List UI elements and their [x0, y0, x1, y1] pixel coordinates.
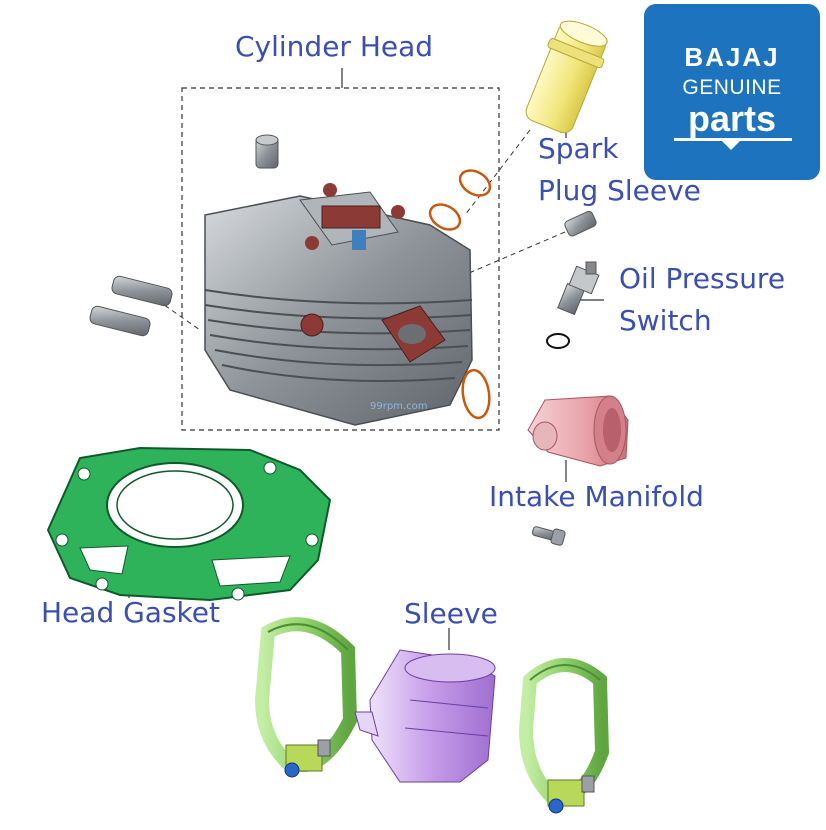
head-gasket-part [46, 446, 332, 602]
manifold-bolt [531, 526, 566, 546]
label-oil-pressure-switch-line2: Switch [619, 304, 712, 337]
label-cylinder-head: Cylinder Head [235, 30, 434, 63]
logo-parts-text: parts [687, 98, 777, 139]
bajaj-genuine-parts-logo: BAJAJ GENUINE parts [644, 4, 820, 180]
hose-clamp-left [254, 617, 358, 778]
head-studs [89, 275, 173, 337]
label-sleeve: Sleeve [404, 597, 498, 630]
label-oil-pressure-switch-line1: Oil Pressure [619, 262, 786, 295]
logo-brand-text: BAJAJ [684, 42, 780, 72]
dowel-pin-top [255, 134, 279, 169]
label-spark-plug-sleeve-line1: Spark [538, 132, 619, 165]
spark-plug-sleeve-part [525, 20, 608, 134]
cylinder-head-bounding-box [181, 87, 500, 431]
hose-clamp-right [518, 658, 610, 814]
logo-underline [674, 138, 792, 141]
logo-genuine-text: GENUINE [682, 76, 782, 99]
cylinder-head-part [204, 183, 473, 426]
o-rings [428, 169, 492, 420]
small-screw [564, 210, 597, 237]
watermark: 99rpm.com [370, 401, 428, 412]
oil-pressure-switch-part [557, 261, 600, 316]
label-intake-manifold: Intake Manifold [489, 480, 704, 513]
sleeve-part [354, 649, 496, 783]
logo-triangle-icon [722, 141, 740, 150]
label-head-gasket: Head Gasket [41, 596, 220, 629]
intake-manifold-part [527, 395, 629, 467]
oil-switch-washer [546, 333, 570, 349]
